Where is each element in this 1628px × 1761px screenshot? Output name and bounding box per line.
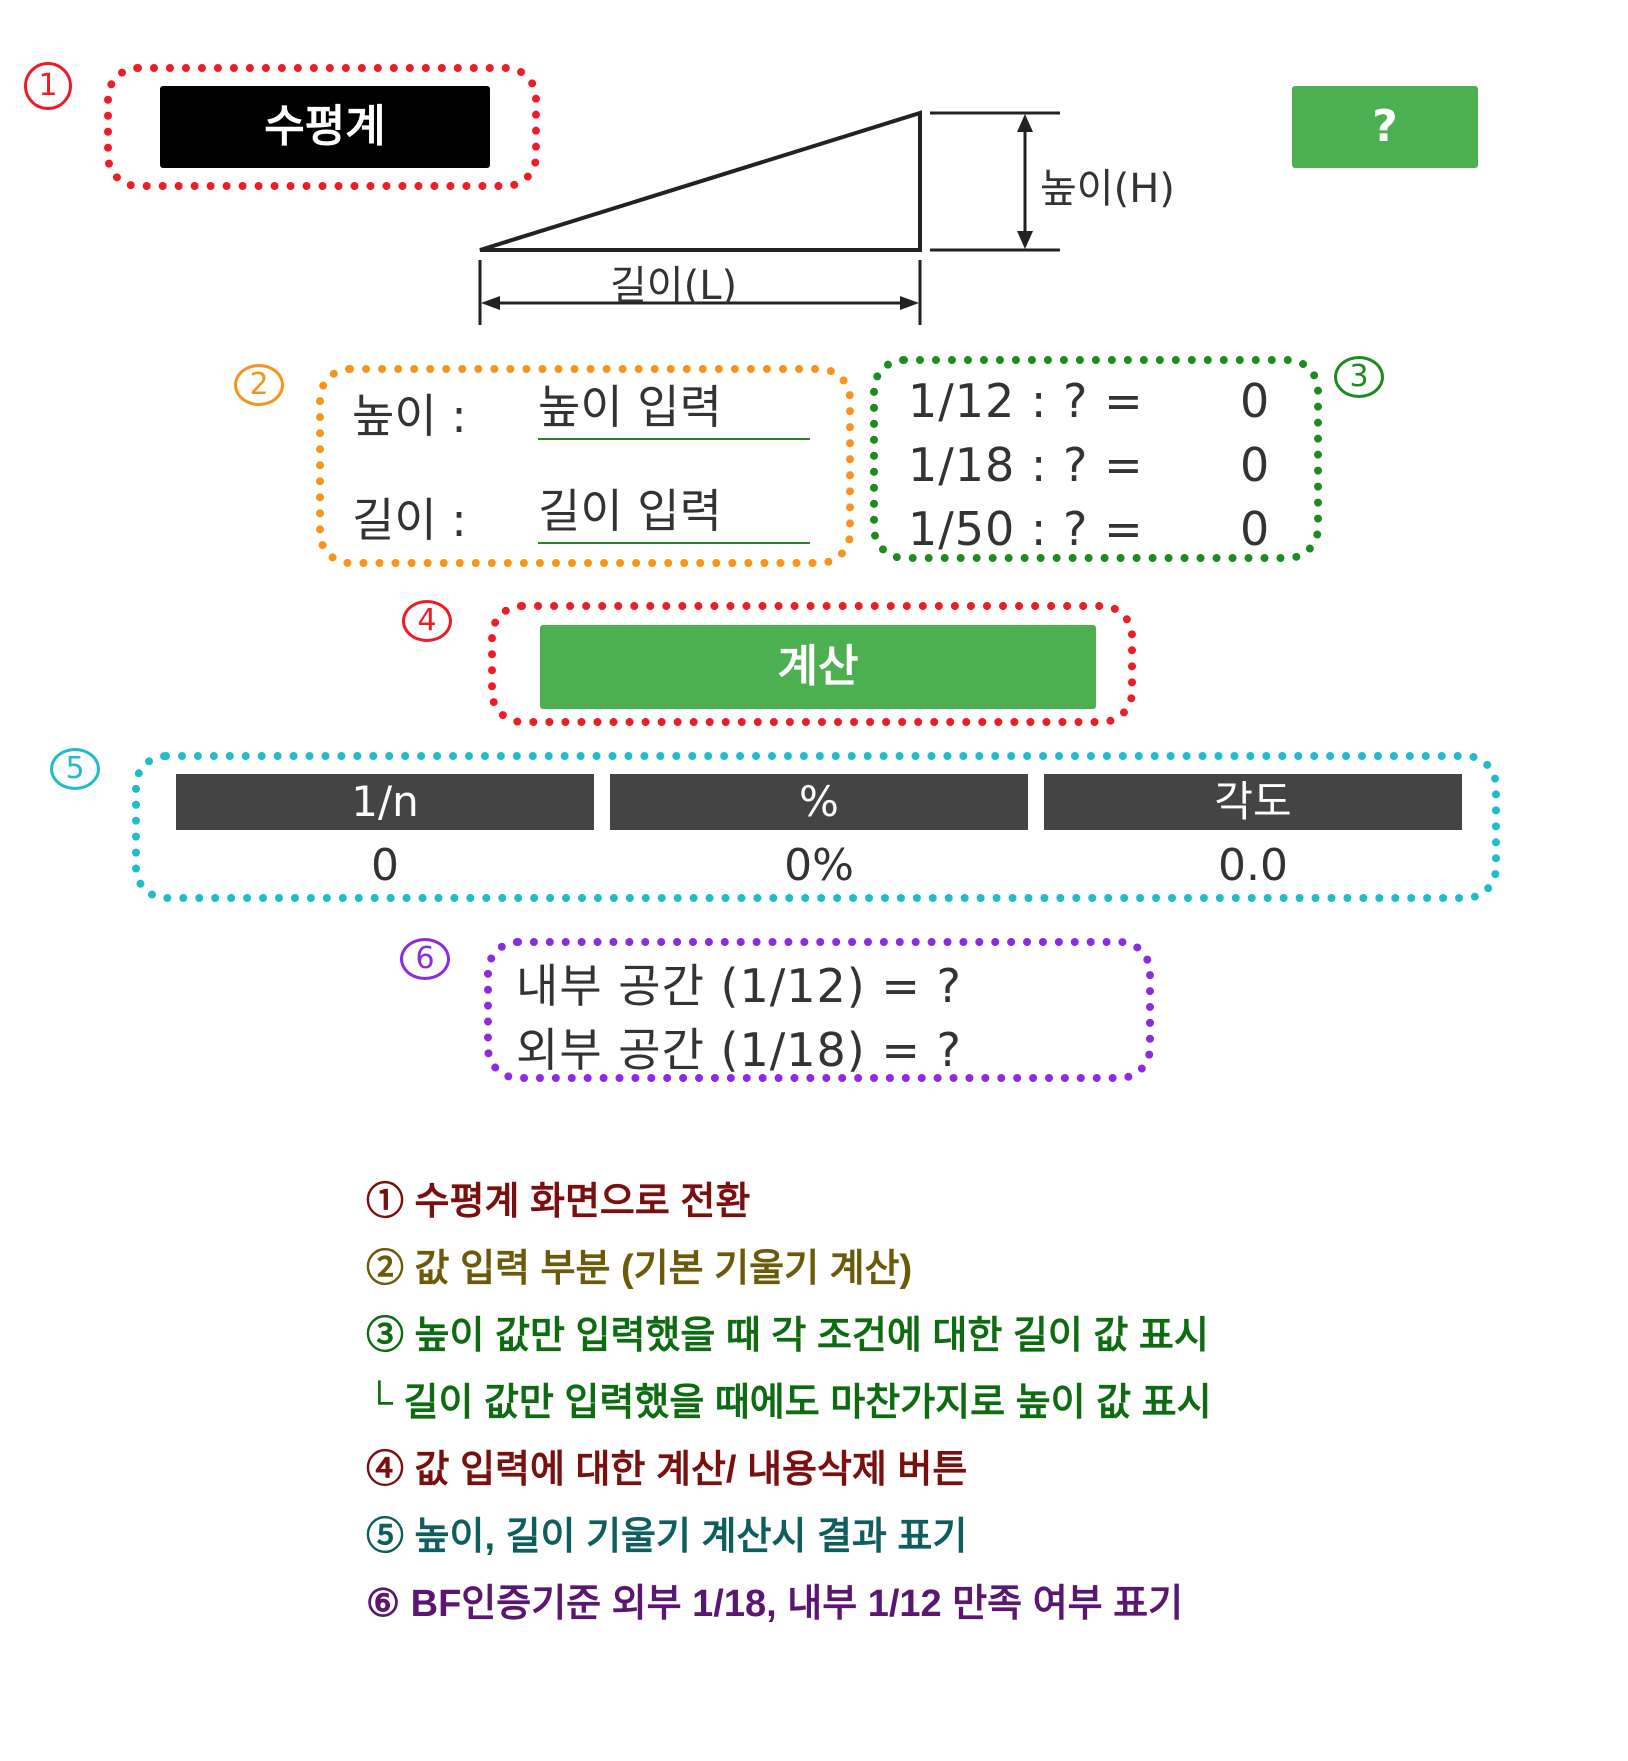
annotation-marker-1-digit: 1 bbox=[38, 68, 58, 103]
help-button[interactable]: ? bbox=[1292, 86, 1478, 168]
calculate-button[interactable]: 계산 bbox=[540, 625, 1096, 709]
annotation-marker-6-circle: 6 bbox=[400, 938, 450, 980]
annotation-marker-3-circle: 3 bbox=[1334, 356, 1384, 398]
result-value-ratio: 0 bbox=[371, 840, 399, 891]
height-arrow-up bbox=[1017, 114, 1033, 132]
height-dimension-label: 높이(H) bbox=[1040, 166, 1175, 212]
indoor-space-condition: 내부 공간 (1/12) = ? bbox=[516, 959, 962, 1013]
ratio-label: 1/50 : ? = bbox=[908, 502, 1144, 556]
result-header-percent: % bbox=[610, 774, 1028, 830]
result-value-percent: 0% bbox=[784, 840, 854, 891]
ratio-value: 0 bbox=[1240, 374, 1271, 428]
result-header-angle: 각도 bbox=[1044, 774, 1462, 830]
height-input[interactable] bbox=[538, 380, 810, 440]
length-input[interactable] bbox=[538, 484, 810, 544]
result-header-ratio: 1/n bbox=[176, 774, 594, 830]
legend-item-1: ① 수평계 화면으로 전환 bbox=[366, 1181, 751, 1223]
ratio-label: 1/12 : ? = bbox=[908, 374, 1144, 428]
annotation-frame-1 bbox=[104, 64, 540, 190]
level-screen-button[interactable]: 수평계 bbox=[160, 86, 490, 168]
length-arrow-left bbox=[481, 296, 500, 310]
annotation-marker-4-circle: 4 bbox=[402, 600, 452, 642]
length-arrow-right bbox=[900, 296, 919, 310]
ratio-label: 1/18 : ? = bbox=[908, 438, 1144, 492]
annotation-frame-2 bbox=[316, 365, 854, 567]
legend-item-4: ④ 값 입력에 대한 계산/ 내용삭제 버튼 bbox=[366, 1449, 968, 1491]
slope-diagram bbox=[478, 110, 1060, 325]
annotation-marker-5-circle: 5 bbox=[50, 748, 100, 790]
length-dimension-label: 길이(L) bbox=[610, 263, 738, 309]
legend-item-2: ② 값 입력 부분 (기본 기울기 계산) bbox=[366, 1248, 913, 1290]
annotation-frame-3 bbox=[870, 356, 1322, 562]
height-input-label: 높이 : bbox=[352, 389, 467, 443]
ratio-value: 0 bbox=[1240, 502, 1271, 556]
annotation-frame-5 bbox=[132, 752, 1500, 902]
legend-item-6: ⑥ BF인증기준 외부 1/18, 내부 1/12 만족 여부 표기 bbox=[366, 1583, 1184, 1625]
ratio-value: 0 bbox=[1240, 438, 1271, 492]
height-arrow-down bbox=[1017, 231, 1033, 249]
annotation-marker-2-circle: 2 bbox=[234, 364, 284, 406]
outdoor-space-condition: 외부 공간 (1/18) = ? bbox=[516, 1023, 962, 1077]
legend-item-5: ⑤ 높이, 길이 기울기 계산시 결과 표기 bbox=[366, 1516, 968, 1558]
legend-item-3-sub: └ 길이 값만 입력했을 때에도 마찬가지로 높이 값 표시 bbox=[366, 1382, 1212, 1424]
legend-item-3: ③ 높이 값만 입력했을 때 각 조건에 대한 길이 값 표시 bbox=[366, 1315, 1209, 1357]
slope-triangle bbox=[479, 110, 922, 252]
annotation-frame-4 bbox=[488, 602, 1136, 726]
annotation-marker-1: ① bbox=[24, 62, 72, 110]
length-input-label: 길이 : bbox=[352, 493, 467, 547]
result-value-angle: 0.0 bbox=[1218, 840, 1288, 891]
annotation-frame-6 bbox=[484, 938, 1154, 1082]
